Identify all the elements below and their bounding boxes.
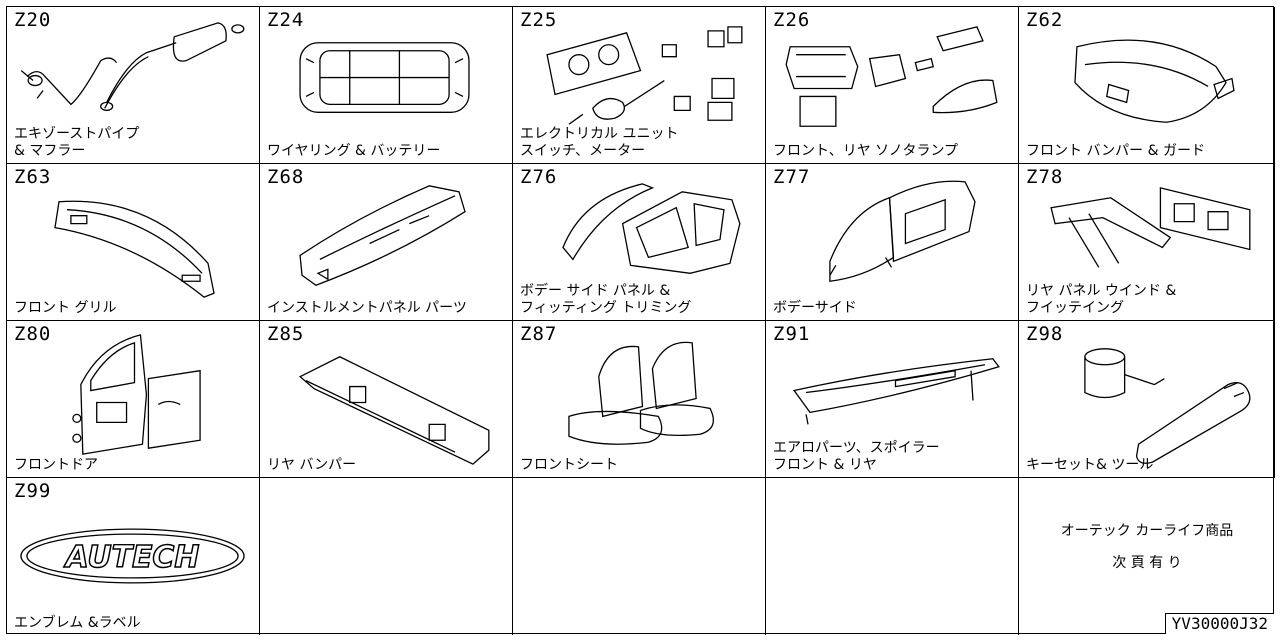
cell-code: Z80	[14, 323, 52, 345]
cell-z20[interactable]: Z20 エキゾーストパイプ & マフラー	[7, 7, 260, 164]
note-cell: オーテック カーライフ商品 次 頁 有 り	[1019, 478, 1275, 635]
body-side-icon	[766, 164, 1018, 320]
cell-code: Z25	[520, 9, 558, 31]
key-tool-icon	[1019, 321, 1274, 477]
empty-cell	[260, 478, 513, 635]
cell-code: Z20	[14, 9, 52, 31]
note-line-1: オーテック カーライフ商品	[1060, 523, 1234, 539]
cell-label: フロントシート	[520, 457, 618, 473]
front-door-icon	[7, 321, 259, 477]
emblem-icon: AUTECH	[7, 478, 259, 635]
cell-code: Z78	[1026, 166, 1064, 188]
cell-z78[interactable]: Z78 リヤ パネル ウインド & フイッテイング	[1019, 164, 1275, 321]
instrument-panel-icon	[260, 164, 512, 320]
cell-z62[interactable]: Z62 フロント バンパー & ガード	[1019, 7, 1275, 164]
cell-z24[interactable]: Z24 ワイヤリング & バッテリー	[260, 7, 513, 164]
cell-label: ボデーサイド	[773, 300, 857, 316]
empty-cell	[513, 478, 766, 635]
lamp-icon	[766, 7, 1018, 163]
cell-code: Z91	[773, 323, 811, 345]
rear-panel-icon	[1019, 164, 1274, 320]
cell-z91[interactable]: Z91 エアロパーツ、スポイラー フロント & リヤ	[766, 321, 1019, 478]
cell-code: Z77	[773, 166, 811, 188]
cell-code: Z76	[520, 166, 558, 188]
front-seat-icon	[513, 321, 765, 477]
cell-z25[interactable]: Z25 エレクトリカル ユニット スイッチ、メーター	[513, 7, 766, 164]
parts-index-grid: Z20 エキゾーストパイプ & マフラー Z24 ワイヤリング & バッテリー	[6, 6, 1275, 635]
cell-code: Z24	[267, 9, 305, 31]
meter-switch-icon	[513, 7, 765, 163]
cell-label: フロント、リヤ ソノタランプ	[773, 143, 959, 159]
document-id: YV30000J32	[1164, 613, 1274, 634]
body-side-panel-icon	[513, 164, 765, 320]
cell-z80[interactable]: Z80 フロントドア	[7, 321, 260, 478]
cell-z76[interactable]: Z76 ボデー サイド パネル & フィッティング トリミング	[513, 164, 766, 321]
cell-label: エキゾーストパイプ & マフラー	[14, 126, 140, 159]
front-bumper-icon	[1019, 7, 1274, 163]
cell-label: エンブレム &ラベル	[14, 615, 141, 631]
cell-z99[interactable]: AUTECH Z99 エンブレム &ラベル	[7, 478, 260, 635]
cell-code: Z99	[14, 480, 52, 502]
empty-cell	[766, 478, 1019, 635]
cell-code: Z26	[773, 9, 811, 31]
cell-label: エレクトリカル ユニット スイッチ、メーター	[520, 126, 679, 159]
cell-label: フロント グリル	[14, 300, 117, 316]
emblem-text: AUTECH	[64, 540, 200, 575]
cell-label: キーセット& ツール	[1026, 457, 1154, 473]
front-grille-icon	[7, 164, 259, 320]
wiring-harness-icon	[260, 7, 512, 163]
cell-z85[interactable]: Z85 リヤ バンパー	[260, 321, 513, 478]
cell-z26[interactable]: Z26 フロント、リヤ ソノタランプ	[766, 7, 1019, 164]
cell-code: Z68	[267, 166, 305, 188]
cell-label: ワイヤリング & バッテリー	[267, 143, 441, 159]
cell-code: Z62	[1026, 9, 1064, 31]
cell-label: インストルメントパネル パーツ	[267, 300, 467, 316]
cell-z63[interactable]: Z63 フロント グリル	[7, 164, 260, 321]
cell-code: Z98	[1026, 323, 1064, 345]
cell-z77[interactable]: Z77 ボデーサイド	[766, 164, 1019, 321]
cell-z98[interactable]: Z98 キーセット& ツール	[1019, 321, 1275, 478]
spoiler-icon	[766, 321, 1018, 477]
cell-label: フロント バンパー & ガード	[1026, 143, 1205, 159]
exhaust-muffler-icon	[7, 7, 259, 163]
cell-z87[interactable]: Z87 フロントシート	[513, 321, 766, 478]
cell-z68[interactable]: Z68 インストルメントパネル パーツ	[260, 164, 513, 321]
cell-code: Z63	[14, 166, 52, 188]
cell-label: ボデー サイド パネル & フィッティング トリミング	[520, 283, 692, 316]
note-line-2: 次 頁 有 り	[1112, 555, 1182, 571]
cell-label: リヤ バンパー	[267, 457, 357, 473]
cell-label: リヤ パネル ウインド & フイッテイング	[1026, 283, 1177, 316]
cell-code: Z85	[267, 323, 305, 345]
cell-label: フロントドア	[14, 457, 98, 473]
cell-label: エアロパーツ、スポイラー フロント & リヤ	[773, 440, 940, 473]
cell-code: Z87	[520, 323, 558, 345]
rear-bumper-icon	[260, 321, 512, 477]
